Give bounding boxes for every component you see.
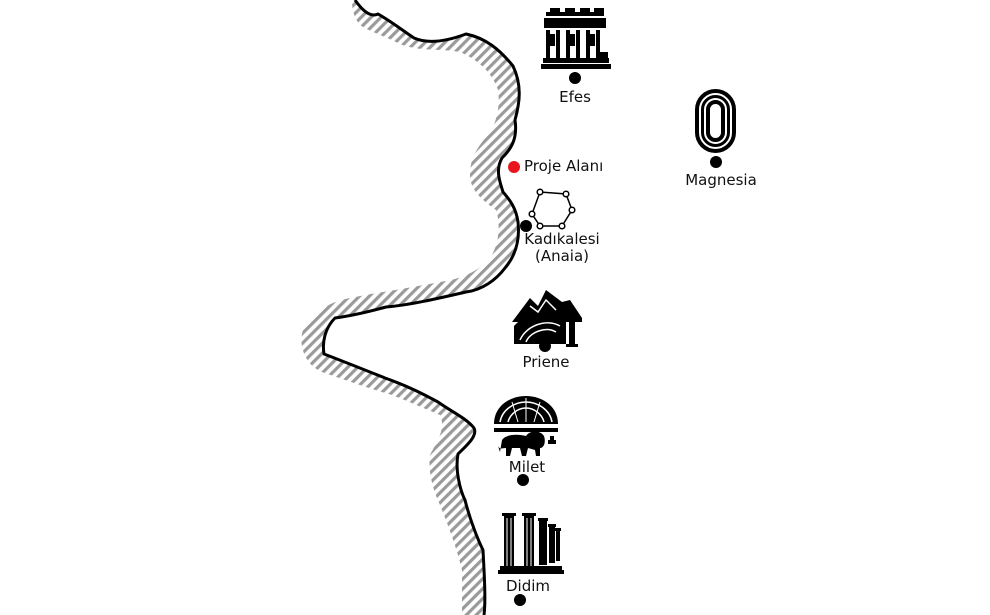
coastline <box>321 0 521 615</box>
proje-alani-marker <box>508 161 520 173</box>
efes-marker <box>569 72 581 84</box>
fortress-outline-icon <box>528 188 576 230</box>
theatre-lion-icon <box>494 396 558 456</box>
didim-marker <box>514 594 526 606</box>
columns-temple-icon <box>498 513 564 574</box>
coastal-hatch-band <box>301 0 520 615</box>
milet-marker <box>517 474 529 486</box>
priene-label: Priene <box>522 353 570 371</box>
theatre-mountain-icon <box>512 290 582 347</box>
kadikalesi-label-line1: Kadıkalesi <box>524 230 600 248</box>
didim-label: Didim <box>505 577 551 595</box>
library-of-celsus-icon <box>541 8 611 69</box>
priene-marker <box>539 340 551 352</box>
kadikalesi-label-line2: (Anaia) <box>534 247 590 265</box>
proje-alani-label: Proje Alanı <box>524 157 604 175</box>
stadium-icon <box>695 89 736 153</box>
magnesia-label: Magnesia <box>685 171 757 189</box>
kadikalesi-marker <box>520 220 532 232</box>
magnesia-marker <box>710 156 722 168</box>
milet-label: Milet <box>508 458 546 476</box>
efes-label: Efes <box>559 88 591 106</box>
